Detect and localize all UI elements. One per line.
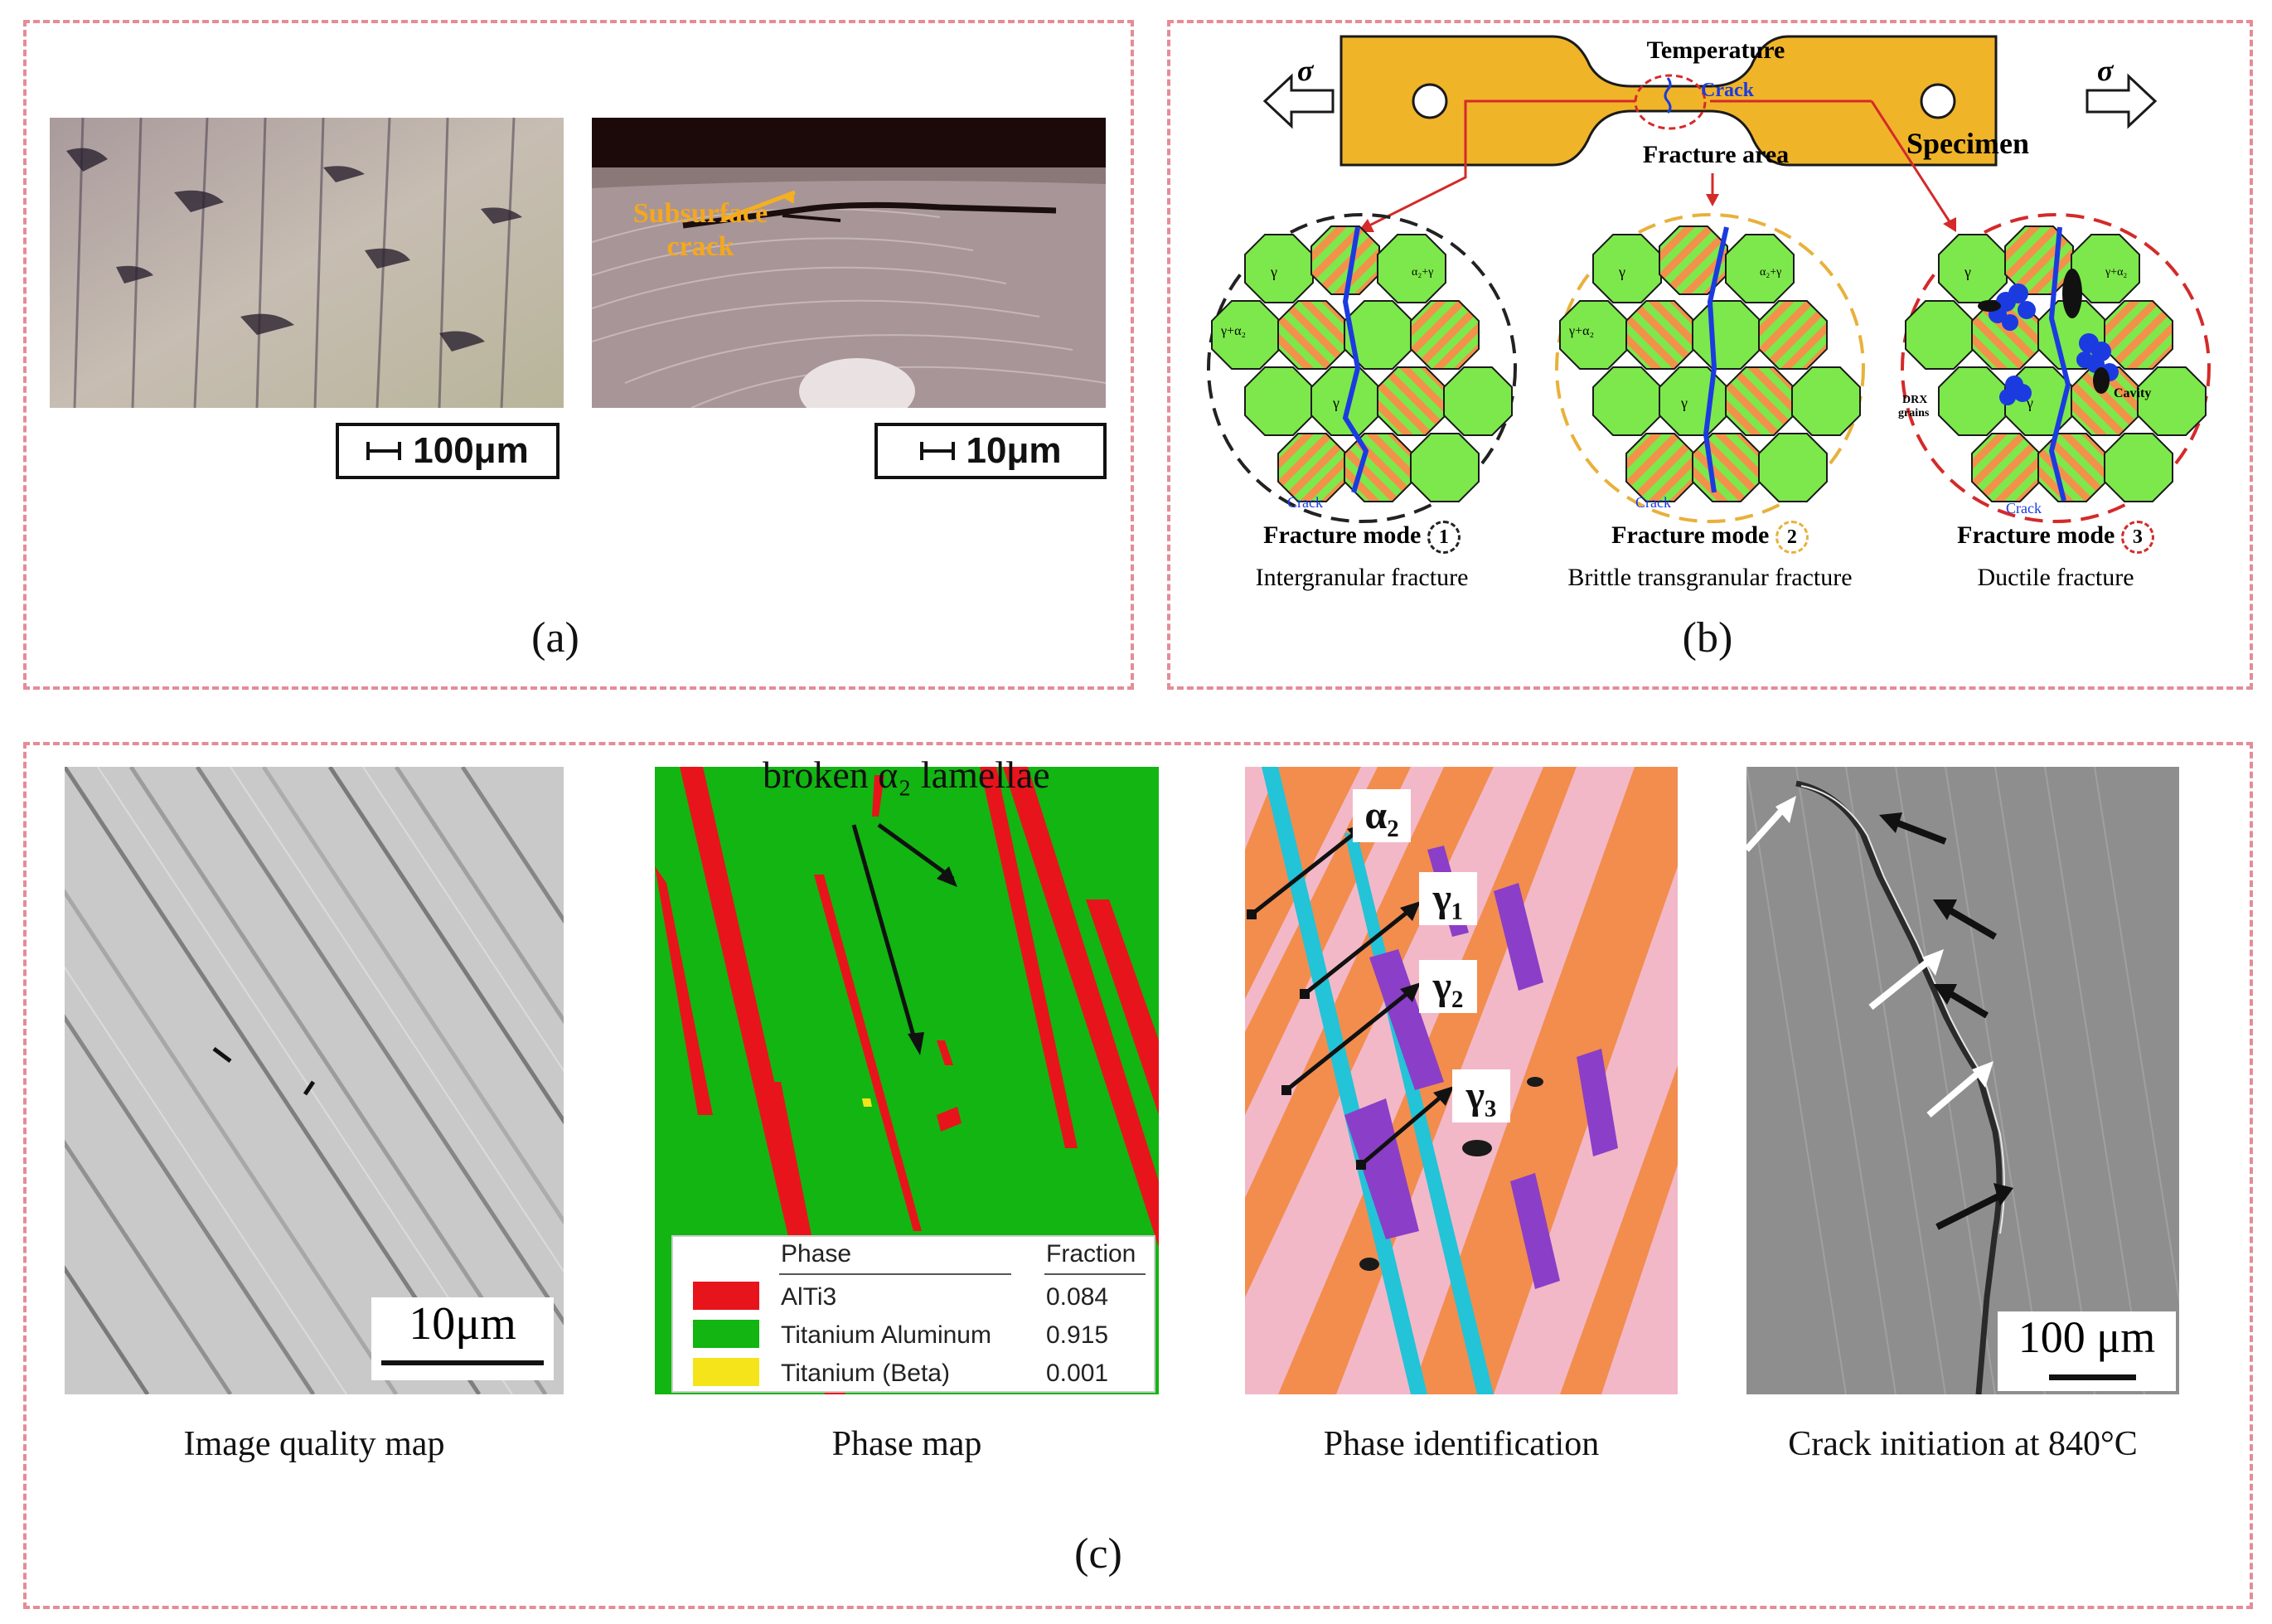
panel-a-subsurface-crack-label: Subsurface crack — [632, 198, 768, 262]
panel-a-frame — [23, 20, 1134, 690]
legend-swatch-alti3 — [693, 1282, 759, 1310]
panel-b-schematic: γ α₂+γ γ+α₂ γ Crack γ α₂+γ γ+α₂ γ Crack — [1207, 35, 2211, 523]
scalebar-icon — [366, 442, 402, 460]
crack-scalebar-line — [2049, 1374, 2136, 1380]
crack-label: Crack — [1701, 80, 1754, 101]
legend-header: Phase Fraction — [673, 1240, 1154, 1275]
svg-text:γ: γ — [1270, 264, 1277, 280]
svg-text:Crack: Crack — [1287, 494, 1323, 511]
panel-a-right-scalebar: 10μm — [874, 423, 1107, 479]
temperature-label: Temperature — [1646, 36, 1785, 64]
svg-text:γ+α₂: γ+α₂ — [2105, 266, 2127, 279]
fracture-mode-3: Fracture mode 3 — [1898, 521, 2213, 554]
sigma-left-label: σ — [1297, 54, 1314, 87]
svg-text:grains: grains — [1898, 407, 1930, 419]
svg-text:Crack: Crack — [1635, 494, 1671, 511]
panel-a-label: (a) — [531, 614, 579, 662]
phase-map-annotation: broken α₂ lamellae — [763, 754, 1050, 796]
sigma-right-label: σ — [2097, 54, 2114, 87]
panel-a-optical-micrograph — [50, 118, 564, 408]
caption-phase-identification: Phase identification — [1323, 1425, 1600, 1463]
mode-1-number: 1 — [1427, 521, 1461, 554]
panel-a-sem-micrograph — [592, 118, 1106, 408]
fracture-mode-1-desc: Intergranular fracture — [1255, 564, 1469, 591]
legend-swatch-titanium-aluminum — [693, 1320, 759, 1348]
specimen-label: Specimen — [1906, 127, 2029, 160]
panel-b-label: (b) — [1682, 614, 1733, 662]
mode-3-number: 3 — [2120, 521, 2154, 554]
gamma2-label: γ₂ — [1419, 960, 1477, 1013]
caption-image-quality-map: Image quality map — [183, 1425, 445, 1463]
fracture-mode-2: Fracture mode 2 — [1553, 521, 1867, 554]
legend-swatch-titanium-beta — [693, 1358, 759, 1386]
fracture-mode-3-desc: Ductile fracture — [1977, 564, 2134, 591]
phase-map-legend: Phase Fraction AlTi3 0.084 Titanium Alum… — [671, 1235, 1155, 1393]
alpha2-label: α₂ — [1353, 789, 1411, 842]
phase-map-arrows — [851, 822, 957, 1055]
legend-row-alti3: AlTi3 0.084 — [673, 1278, 1154, 1316]
svg-text:γ: γ — [1332, 395, 1339, 411]
panel-b-frame — [1167, 20, 2253, 690]
svg-text:Cavity: Cavity — [2114, 386, 2151, 400]
fracture-area-label: Fracture area — [1642, 141, 1790, 168]
legend-row-titanium-beta: Titanium (Beta) 0.001 — [673, 1355, 1154, 1393]
iq-scalebar: 10μm — [371, 1297, 554, 1380]
fracture-mode-2-desc: Brittle transgranular fracture — [1567, 564, 1853, 591]
svg-text:γ: γ — [1964, 264, 1971, 280]
svg-text:DRX: DRX — [1902, 394, 1927, 406]
panel-a-left-scalebar: 100μm — [336, 423, 560, 479]
svg-text:γ+α₂: γ+α₂ — [1220, 324, 1246, 338]
panel-c-label: (c) — [1074, 1530, 1122, 1578]
svg-text:γ: γ — [1618, 264, 1625, 280]
crack-scalebar: 100 μm — [1998, 1311, 2176, 1391]
caption-crack-initiation: Crack initiation at 840°C — [1788, 1425, 2138, 1463]
caption-phase-map: Phase map — [831, 1425, 982, 1463]
svg-text:γ: γ — [2026, 395, 2033, 411]
gamma1-label: γ₁ — [1419, 872, 1477, 925]
svg-text:γ: γ — [1680, 395, 1688, 411]
crack-initiation-micrograph — [1746, 767, 2179, 1394]
gamma3-label: γ₃ — [1452, 1069, 1510, 1122]
svg-text:Crack: Crack — [2006, 500, 2042, 516]
image-quality-map — [65, 767, 564, 1394]
mode-2-number: 2 — [1775, 521, 1809, 554]
svg-text:α₂+γ: α₂+γ — [1760, 266, 1781, 279]
svg-text:α₂+γ: α₂+γ — [1412, 266, 1433, 279]
iq-scalebar-line — [381, 1360, 544, 1365]
panel-c-frame — [23, 742, 2253, 1609]
svg-text:γ+α₂: γ+α₂ — [1568, 324, 1594, 338]
legend-row-titanium-aluminum: Titanium Aluminum 0.915 — [673, 1316, 1154, 1355]
fracture-mode-1: Fracture mode 1 — [1204, 521, 1519, 554]
scalebar-icon — [919, 442, 955, 460]
